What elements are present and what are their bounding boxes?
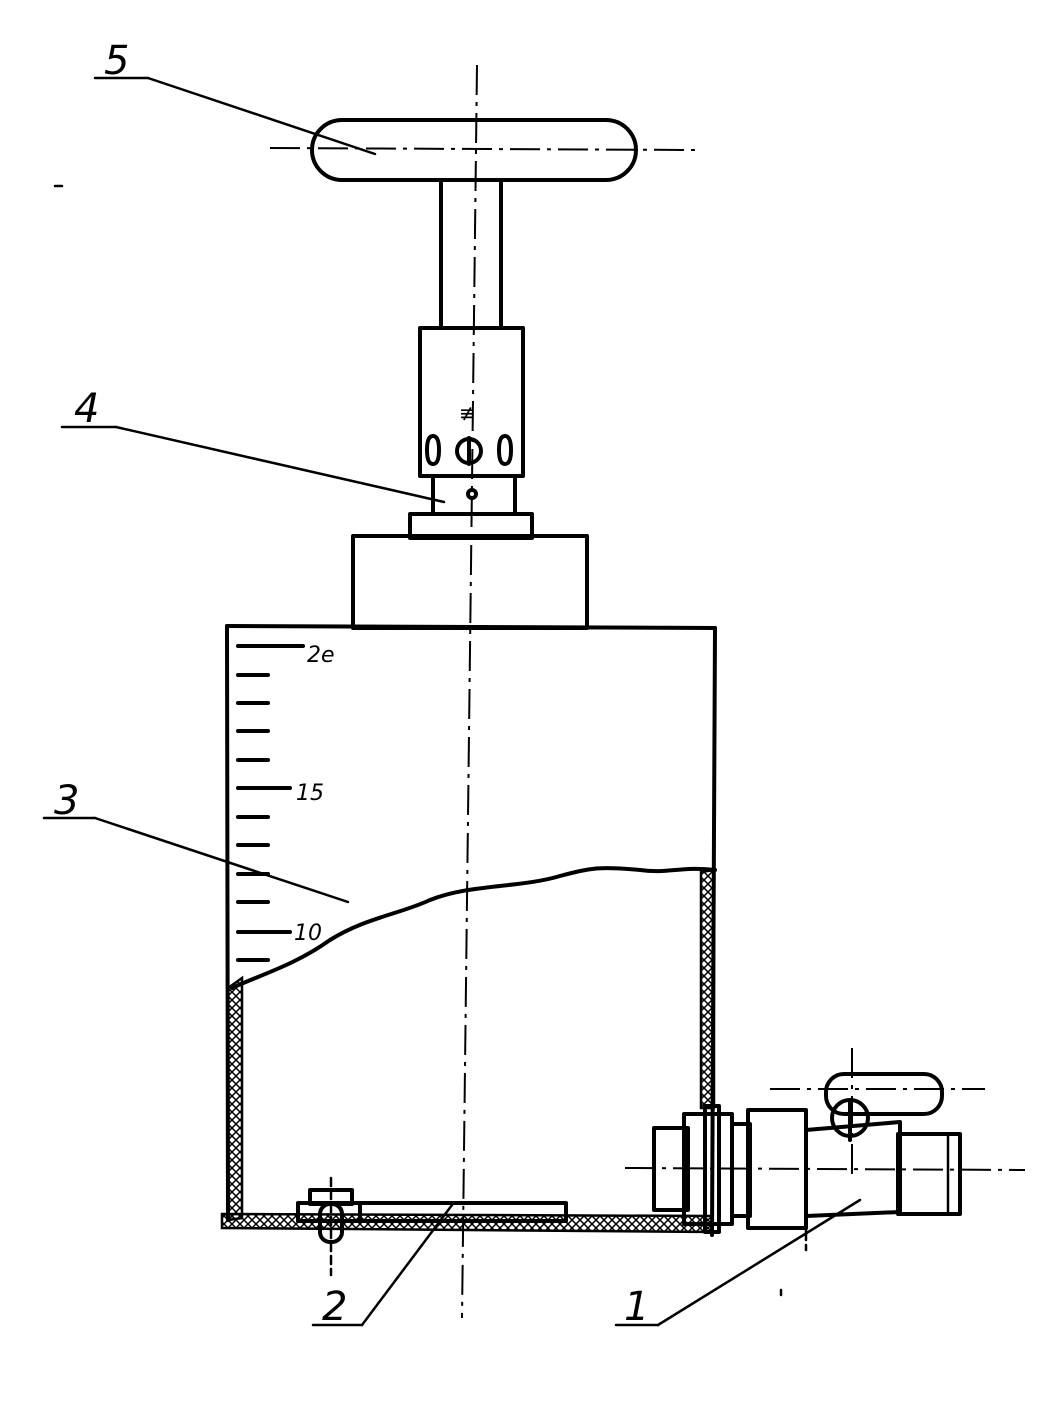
leader-lines: [42, 76, 862, 1327]
svg-text:≢: ≢: [459, 401, 476, 425]
graduated-scale: 2e 15 10: [236, 643, 335, 962]
part-label-4: 4: [74, 386, 99, 432]
part-label-2: 2: [322, 1284, 347, 1330]
scale-label-15: 15: [296, 781, 324, 806]
spindle-rod: [439, 178, 503, 330]
valve-assembly: [624, 1048, 1026, 1252]
part-label-1: 1: [624, 1284, 649, 1330]
vertical-centerline: [461, 64, 478, 1319]
bottom-plate: [296, 1176, 568, 1277]
part-label-5: 5: [104, 38, 129, 84]
coupling-block: ≢: [418, 326, 525, 516]
scale-label-10: 10: [294, 921, 322, 946]
handle: [269, 118, 696, 182]
scale-label-20: 2e: [307, 643, 335, 668]
part-label-3: 3: [54, 778, 79, 824]
